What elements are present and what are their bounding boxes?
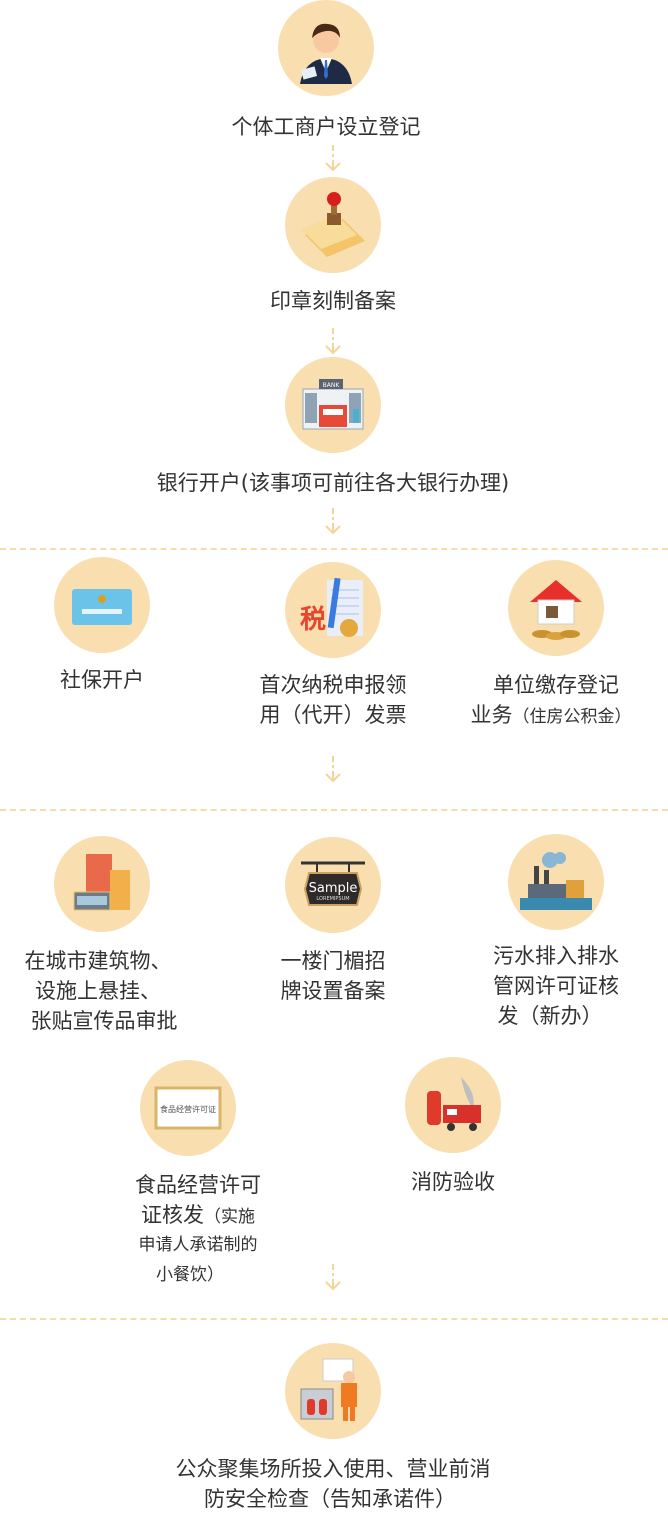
arrow-down-icon (325, 1264, 341, 1291)
businessman-icon (278, 0, 374, 96)
tax-icon: 税 (285, 562, 381, 658)
sewage-factory-icon (508, 834, 604, 930)
item-label: 证核发（实施 (141, 1203, 255, 1227)
item-label: 管网许可证核 (493, 974, 619, 998)
item-label: 社保开户 (60, 668, 144, 692)
firefighter-icon (285, 1343, 381, 1439)
item-label: 首次纳税申报领 (259, 673, 407, 697)
item-label: 牌设置备案 (280, 979, 386, 1003)
divider (0, 1318, 668, 1320)
divider (0, 548, 668, 550)
item-label: 污水排入排水 (493, 944, 619, 968)
social-security-card-icon (54, 557, 150, 653)
item-label: 设施上悬挂、 (35, 979, 161, 1003)
step-label: 个体工商户设立登记 (231, 115, 421, 139)
item-label: 公众聚集场所投入使用、营业前消 (175, 1457, 491, 1481)
item-label: 防安全检查（告知承诺件） (204, 1487, 456, 1511)
item-label: 张贴宣传品审批 (30, 1009, 178, 1033)
arrow-down-icon (325, 145, 341, 172)
svg-text:Sample: Sample (309, 881, 358, 896)
svg-text:LOREMIPSUM: LOREMIPSUM (316, 896, 349, 902)
fire-truck-icon (405, 1057, 501, 1153)
food-license-icon: 食品经营许可证 (140, 1060, 236, 1156)
house-coins-icon (508, 560, 604, 656)
svg-text:税: 税 (300, 605, 326, 635)
building-sign-icon (54, 836, 150, 932)
item-label: 业务（住房公积金） (470, 703, 632, 727)
item-label: 一楼门楣招 (280, 949, 386, 973)
bank-icon: BANK (285, 357, 381, 453)
arrow-down-icon (325, 328, 341, 355)
svg-text:BANK: BANK (323, 382, 341, 389)
item-label: 在城市建筑物、 (24, 949, 172, 973)
svg-text:食品经营许可证: 食品经营许可证 (160, 1104, 216, 1114)
divider (0, 809, 668, 811)
step-label: 印章刻制备案 (270, 289, 396, 313)
arrow-down-icon (325, 756, 341, 783)
step-label: 银行开户(该事项可前往各大银行办理) (156, 471, 510, 495)
item-label: 发（新办） (497, 1004, 603, 1028)
item-label: 申请人承诺制的 (138, 1235, 258, 1255)
item-label: 小餐饮） (156, 1265, 224, 1285)
item-label: 用（代开）发票 (259, 703, 407, 727)
item-label: 单位缴存登记 (493, 673, 619, 697)
item-label: 消防验收 (411, 1170, 495, 1194)
arrow-down-icon (325, 508, 341, 535)
item-label: 食品经营许可 (135, 1173, 261, 1197)
stamp-icon (285, 177, 381, 273)
